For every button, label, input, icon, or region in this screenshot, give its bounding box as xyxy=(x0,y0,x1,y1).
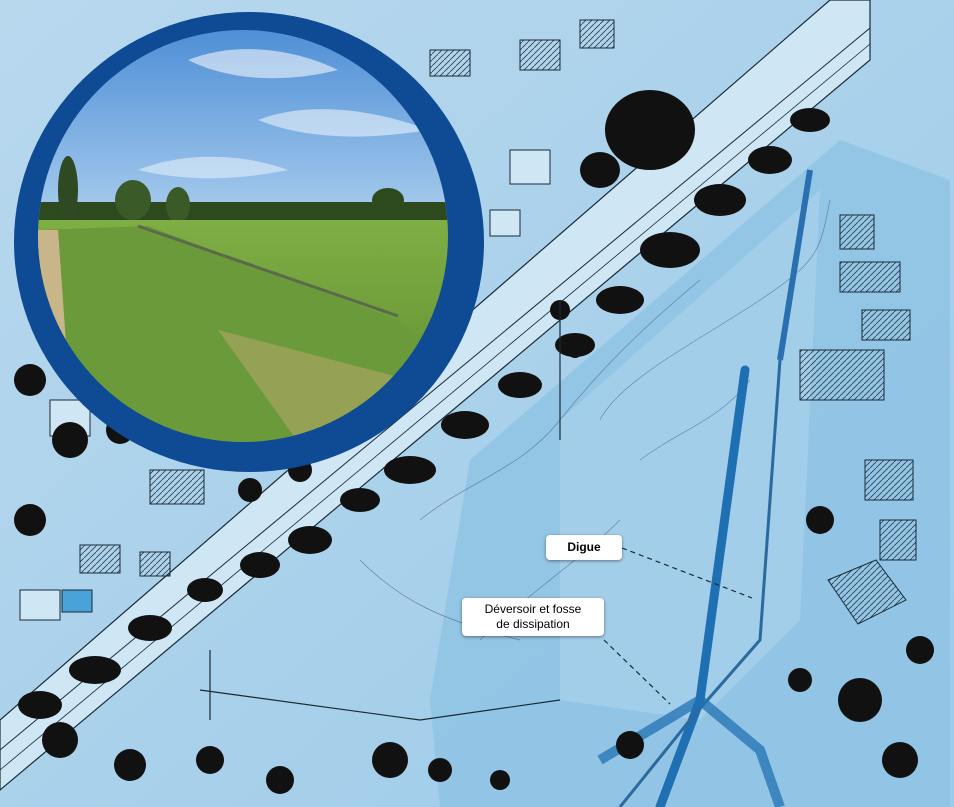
photo-tree xyxy=(58,156,78,224)
digue-label: Digue xyxy=(546,535,622,560)
deversoir-leader-line xyxy=(603,639,671,705)
photo-tree xyxy=(372,188,404,212)
lower-channel xyxy=(597,693,785,807)
photo-tree xyxy=(166,187,190,223)
photo-cloud xyxy=(188,49,338,79)
road-bottom xyxy=(199,689,561,721)
photo-ditch xyxy=(137,224,399,318)
channel-bank xyxy=(618,359,782,807)
tree-line xyxy=(18,90,830,719)
digue-label-text: Digue xyxy=(567,540,601,554)
photo-cloud-3 xyxy=(138,156,288,179)
photo-tree xyxy=(115,180,151,220)
basin-inner xyxy=(560,190,820,720)
right-edge-channel xyxy=(777,169,813,361)
deversoir-label: Déversoir et fosse de dissipation xyxy=(462,598,604,636)
embankment-photo xyxy=(38,30,448,442)
photo-cloud-2 xyxy=(258,109,428,137)
deversoir-label-line1: Déversoir et fosse xyxy=(484,602,582,616)
deversoir-label-line2: de dissipation xyxy=(496,617,570,631)
inset-photo xyxy=(38,30,448,442)
dike-edge xyxy=(0,43,871,771)
